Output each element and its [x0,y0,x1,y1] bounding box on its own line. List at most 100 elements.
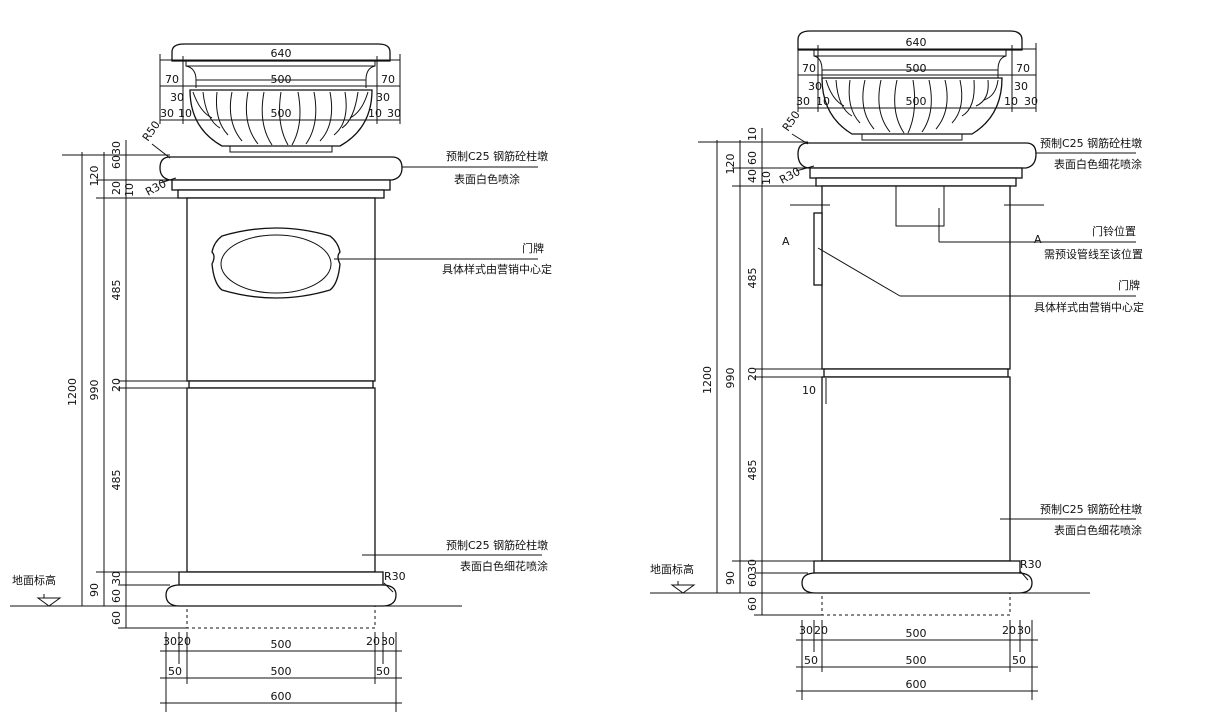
svg-text:30: 30 [799,624,813,637]
svg-text:600: 600 [271,690,292,703]
svg-text:30: 30 [796,95,810,108]
right-ground-label: 地面标高 [650,562,694,576]
right-top-dimensions: 640 70 500 70 30 30 10 10 500 30 30 [796,36,1038,112]
svg-text:10: 10 [123,183,136,197]
svg-text:10: 10 [178,107,192,120]
right-section-mark-a-right: A [1034,233,1042,246]
svg-text:30: 30 [746,559,759,573]
svg-text:70: 70 [1016,62,1030,75]
svg-text:70: 70 [802,62,816,75]
svg-text:30: 30 [110,571,123,585]
left-elevation: 地面标高 640 70 500 70 30 30 10 10 500 30 30… [10,43,552,712]
right-doorbell-box [895,185,945,227]
svg-text:485: 485 [746,460,759,481]
right-plate-note-1: 门牌 [1118,278,1140,292]
svg-text:20: 20 [366,635,380,648]
left-top-dimensions: 640 70 500 70 30 30 10 10 500 30 30 [159,47,401,124]
svg-text:50: 50 [1012,654,1026,667]
svg-text:90: 90 [724,571,737,585]
left-pillar-cap [159,156,403,181]
svg-text:60: 60 [746,151,759,165]
svg-text:600: 600 [906,678,927,691]
svg-text:30: 30 [170,91,184,104]
svg-text:120: 120 [724,154,737,175]
right-cap-note-1: 预制C25 钢筋砼柱墩 [1040,136,1142,150]
right-plate-note-2: 具体样式由营销中心定 [1034,300,1144,314]
left-base-torus [165,584,397,607]
right-section-mark-a-left: A [782,235,790,248]
left-base-note-1: 预制C25 钢筋砼柱墩 [446,538,548,552]
right-side-plate [813,212,823,286]
svg-text:990: 990 [724,368,737,389]
left-bottom-dimensions: 30 20 500 20 30 50 500 50 600 [160,632,402,712]
svg-text:640: 640 [271,47,292,60]
svg-text:40: 40 [746,169,759,183]
svg-text:500: 500 [271,107,292,120]
svg-text:500: 500 [906,95,927,108]
svg-text:30: 30 [1014,80,1028,93]
svg-text:70: 70 [381,73,395,86]
svg-text:50: 50 [168,665,182,678]
svg-text:10: 10 [760,171,773,185]
left-radius-r30-base: R30 [384,570,406,583]
svg-text:500: 500 [906,62,927,75]
left-shaft-joint [188,380,374,389]
right-bottom-dimensions: 30 20 500 20 30 50 500 50 600 [796,620,1038,700]
right-footing [821,592,1011,616]
right-radius-r30-base: R30 [1020,558,1042,571]
svg-text:60: 60 [110,155,123,169]
svg-text:500: 500 [906,654,927,667]
svg-text:10: 10 [802,384,816,397]
left-plate-note-2: 具体样式由营销中心定 [442,262,552,276]
right-doorbell-note-1: 门铃位置 [1092,224,1136,238]
svg-text:640: 640 [906,36,927,49]
left-base-note-2: 表面白色细花喷涂 [460,559,548,573]
left-vertical-dimensions: 1200 990 120 60 30 20 10 485 20 485 90 3… [62,140,187,629]
svg-text:10: 10 [816,95,830,108]
svg-text:500: 500 [271,665,292,678]
right-urn-rim [797,30,1023,51]
right-shaft-lower [821,376,1011,562]
right-urn-bowl [821,77,1003,135]
left-radius-r50: R50 [140,119,163,144]
svg-text:60: 60 [746,597,759,611]
svg-text:30: 30 [387,107,401,120]
svg-text:20: 20 [177,635,191,648]
right-urn-petals [825,79,999,134]
svg-text:30: 30 [1024,95,1038,108]
left-urn-rim [171,43,391,62]
svg-text:1200: 1200 [701,366,714,394]
right-base-torus [801,572,1033,594]
right-shaft-upper [821,185,1011,370]
svg-text:485: 485 [110,280,123,301]
svg-text:20: 20 [746,367,759,381]
svg-text:1200: 1200 [66,378,79,406]
right-elevation: A A 地面标高 640 70 500 70 30 30 10 10 500 3 [650,30,1144,700]
left-house-plate [211,227,341,299]
right-base-note-2: 表面白色细花喷涂 [1054,523,1142,537]
svg-text:30: 30 [376,91,390,104]
svg-text:70: 70 [165,73,179,86]
right-base-plinth [813,560,1021,574]
left-ground-label: 地面标高 [12,573,56,587]
left-cap-note-2: 表面白色喷涂 [454,172,520,186]
svg-text:500: 500 [906,627,927,640]
right-pillar-cap [797,142,1037,169]
svg-text:30: 30 [381,635,395,648]
svg-text:10: 10 [746,127,759,141]
right-cap-note-2: 表面白色细花喷涂 [1054,157,1142,171]
svg-text:90: 90 [88,583,101,597]
svg-text:50: 50 [804,654,818,667]
right-base-note-1: 预制C25 钢筋砼柱墩 [1040,502,1142,516]
svg-text:60: 60 [746,573,759,587]
svg-text:500: 500 [271,638,292,651]
svg-text:120: 120 [88,166,101,187]
right-shaft-joint [823,368,1009,378]
svg-text:20: 20 [110,181,123,195]
left-plate-note-1: 门牌 [522,241,544,255]
svg-text:30: 30 [808,80,822,93]
svg-text:20: 20 [1002,624,1016,637]
left-base-plinth [178,571,384,586]
svg-text:30: 30 [160,107,174,120]
